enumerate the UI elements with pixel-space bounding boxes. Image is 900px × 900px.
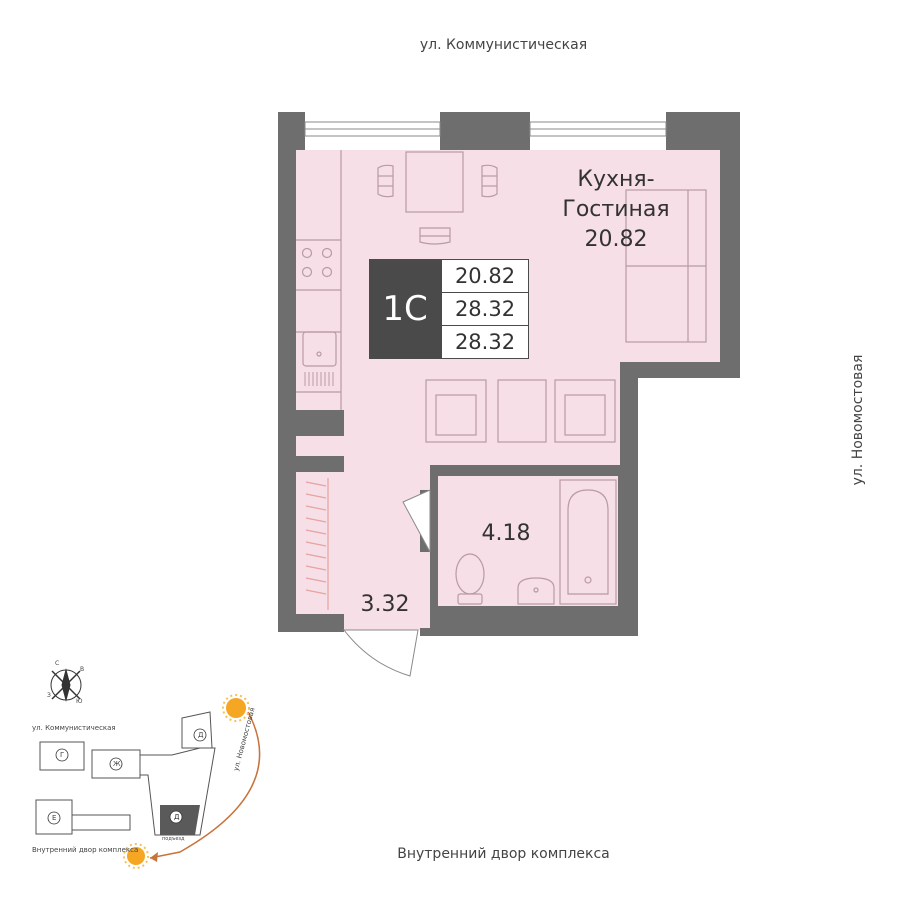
site-plan: [35, 668, 261, 869]
apartment-badge: 1С 20.82 28.32 28.32: [369, 259, 529, 359]
windows: [304, 121, 667, 137]
kitchen-counter: [296, 150, 342, 410]
building-label-g: Г: [60, 751, 65, 759]
area-with-balcony-value: 28.32: [454, 330, 516, 354]
room-label-bathroom: 4.18: [481, 521, 531, 546]
compass-e: В: [80, 666, 85, 673]
bathtub: [559, 479, 617, 605]
apartment-areas: 20.82 28.32 28.32: [441, 259, 529, 359]
dish-rack: [304, 372, 334, 386]
building-label-zh: Ж: [113, 760, 121, 768]
armchairs: [425, 379, 616, 443]
wardrobe: [305, 478, 329, 610]
street-label-top: ул. Коммунистическая: [419, 37, 588, 53]
sofa: [625, 189, 707, 343]
room-area: 20.82: [584, 227, 648, 252]
living-area-value: 20.82: [442, 260, 528, 293]
street-label-bottom: Внутренний двор комплекса: [397, 846, 610, 862]
building-label-d1: Д: [198, 731, 204, 739]
building-label-d2: Д: [174, 813, 180, 821]
building-label-e: Е: [52, 814, 57, 822]
sun-icon: [222, 694, 250, 722]
compass-w: З: [47, 692, 51, 699]
room-name-line2: Гостиная: [562, 197, 670, 222]
sun-path-arrow: [149, 711, 261, 859]
site-courtyard: Внутренний двор комплекса: [32, 846, 139, 854]
room-name-line1: Кухня-: [577, 167, 655, 192]
room-label-kitchen-living: Кухня- Гостиная 20.82: [556, 165, 676, 255]
dining-table: [377, 151, 498, 245]
entrance-door: [342, 629, 419, 677]
toilet: [455, 553, 485, 605]
total-area-value: 28.32: [442, 293, 528, 326]
entrance-label: подъезд: [162, 836, 185, 842]
bathroom-door: [402, 489, 431, 553]
compass-n: С: [55, 660, 60, 667]
sunset-icon: [123, 843, 149, 869]
site-street-top: ул. Коммунистическая: [32, 724, 116, 732]
compass-s: Ю: [76, 698, 83, 705]
floor-bathroom: [438, 476, 618, 606]
sink: [517, 577, 555, 605]
apartment-type: 1С: [369, 259, 441, 359]
room-label-hallway: 3.32: [360, 592, 410, 617]
compass-icon: [50, 668, 82, 702]
